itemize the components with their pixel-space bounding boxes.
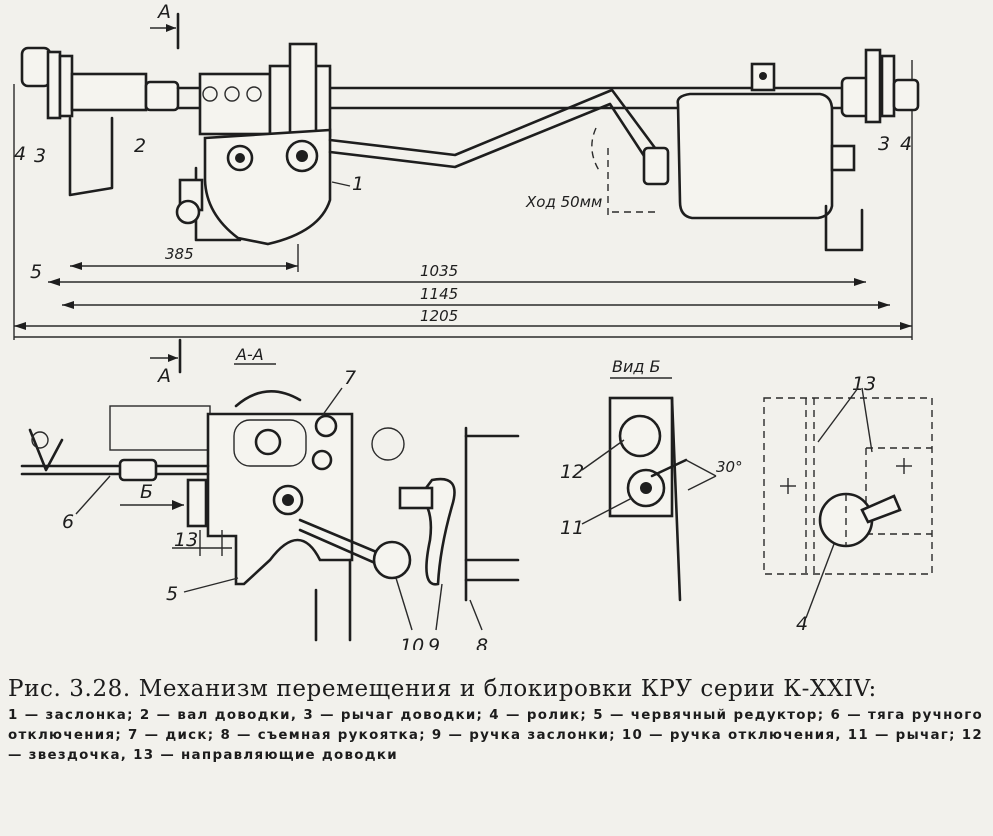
dim-1145: 1145 bbox=[420, 285, 458, 303]
caption-title: Рис. 3.28. Механизм перемещения и блокир… bbox=[8, 676, 877, 702]
label-4-right: 4 bbox=[900, 133, 912, 155]
top-view: A bbox=[13, 1, 920, 340]
label-11: 11 bbox=[560, 517, 584, 539]
label-13: 13 bbox=[174, 529, 198, 551]
label-6: 6 bbox=[62, 511, 74, 533]
section-aa-title: А-А bbox=[235, 345, 264, 364]
label-4-bottom: 4 bbox=[796, 613, 808, 635]
dim-stroke: Ход 50мм bbox=[525, 193, 602, 211]
dim-1205: 1205 bbox=[420, 307, 458, 325]
label-5-top: 5 bbox=[30, 261, 42, 283]
label-2: 2 bbox=[134, 135, 146, 157]
roller-detail-view: 13 4 bbox=[763, 373, 933, 635]
mechanism-drawing: A bbox=[13, 1, 933, 650]
figure-caption: Рис. 3.28. Механизм перемещения и блокир… bbox=[8, 676, 983, 766]
caption-legend: 1 — заслонка; 2 — вал доводки, 3 — рычаг… bbox=[8, 708, 983, 763]
view-b: Вид Б 30° 12 11 bbox=[560, 357, 743, 602]
label-12: 12 bbox=[560, 461, 584, 483]
section-a-label-bottom: A bbox=[156, 365, 171, 387]
dim-385: 385 bbox=[165, 245, 194, 263]
section-a-label-top: A bbox=[156, 1, 171, 23]
label-5-bottom: 5 bbox=[166, 583, 178, 605]
angle-30: 30° bbox=[716, 458, 743, 476]
label-7: 7 bbox=[344, 367, 356, 389]
section-aa-view: A А-А Б bbox=[20, 338, 520, 650]
label-3-left: 3 bbox=[34, 145, 46, 167]
label-8: 8 bbox=[476, 635, 488, 650]
arrow-b-label: Б bbox=[140, 481, 153, 503]
label-1: 1 bbox=[352, 173, 364, 195]
label-9: 9 bbox=[428, 635, 440, 650]
label-4-left: 4 bbox=[14, 143, 26, 165]
label-3-right: 3 bbox=[878, 133, 890, 155]
view-b-title: Вид Б bbox=[612, 357, 661, 376]
label-13-right: 13 bbox=[852, 373, 876, 395]
label-10: 10 bbox=[400, 635, 424, 650]
dim-1035: 1035 bbox=[420, 262, 458, 280]
